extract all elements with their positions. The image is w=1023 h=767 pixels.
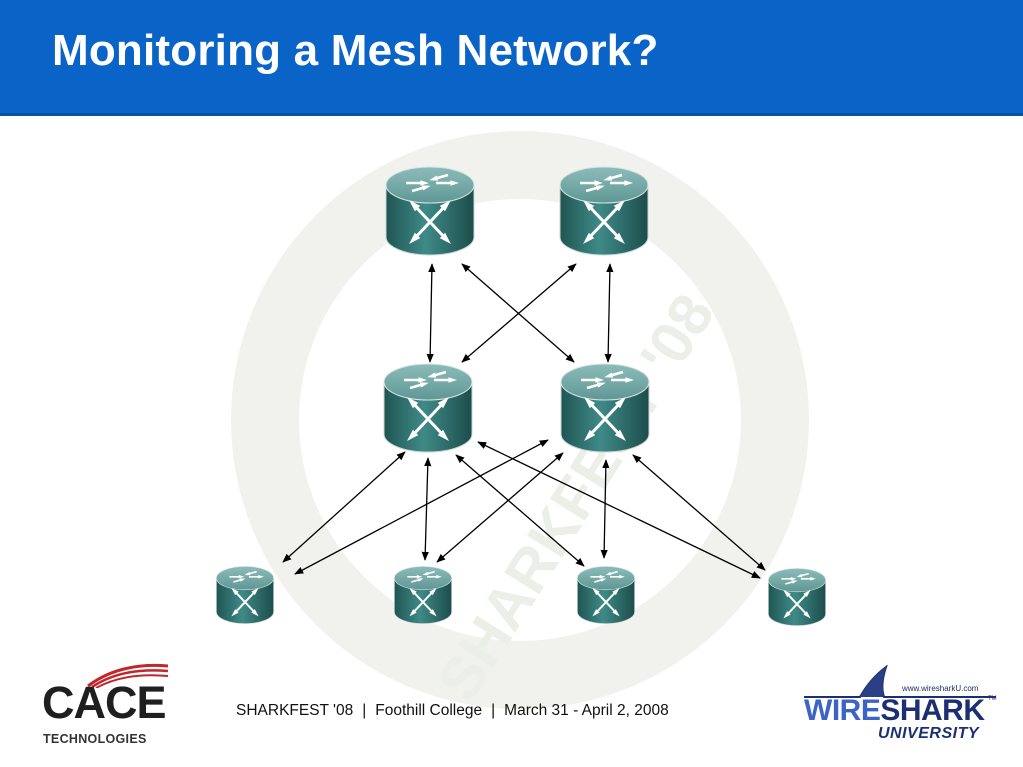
links-layer bbox=[282, 263, 766, 579]
link-distribution-2-access-2 bbox=[436, 452, 564, 563]
footer-venue: Foothill College bbox=[375, 702, 483, 719]
wireshark-wordmark-part1: WIRE bbox=[804, 694, 881, 727]
cace-subtitle: TECHNOLOGIES bbox=[43, 732, 147, 746]
access-2-router-icon bbox=[394, 566, 452, 624]
shark-fin-icon bbox=[804, 665, 996, 698]
cace-wordmark: CACE bbox=[42, 677, 167, 728]
link-core-1-distribution-1 bbox=[426, 263, 436, 363]
access-3-router-icon bbox=[577, 566, 635, 624]
link-distribution-1-access-3 bbox=[455, 454, 585, 567]
distribution-1-router-icon bbox=[383, 363, 473, 453]
link-core-2-distribution-1 bbox=[461, 263, 577, 363]
wireshark-university-subtitle: UNIVERSITY bbox=[878, 725, 980, 742]
link-distribution-2-access-3 bbox=[600, 459, 610, 559]
wireshark-university-logo: www.wiresharkU.com WIRESHARK TM UNIVERSI… bbox=[800, 665, 1000, 745]
cace-swoosh-icon bbox=[87, 663, 169, 688]
access-4-router-icon bbox=[768, 568, 826, 626]
link-distribution-2-access-1 bbox=[294, 439, 549, 575]
footer-event: SHARKFEST '08 bbox=[236, 702, 354, 719]
footer-separator: | bbox=[491, 702, 496, 719]
core-2-router-icon bbox=[559, 166, 649, 256]
access-1-router-icon bbox=[216, 566, 274, 624]
routers-layer bbox=[216, 166, 826, 626]
trademark-symbol: TM bbox=[988, 696, 997, 702]
distribution-2-router-icon bbox=[560, 363, 650, 453]
footer-dates: March 31 - April 2, 2008 bbox=[504, 702, 669, 719]
slide-footer: SHARKFEST '08 | Foothill College | March 31 … bbox=[236, 702, 669, 720]
cace-technologies-logo: CACE TECHNOLOGIES bbox=[40, 658, 175, 753]
link-distribution-1-access-2 bbox=[421, 457, 432, 561]
slide-title: Monitoring a Mesh Network? bbox=[52, 26, 659, 75]
footer-separator: | bbox=[362, 702, 367, 719]
link-distribution-1-access-1 bbox=[282, 451, 406, 563]
title-bar: Monitoring a Mesh Network? bbox=[0, 0, 1023, 116]
wireshark-wordmark-part2: SHARK bbox=[880, 694, 985, 727]
wireshark-url: www.wiresharkU.com bbox=[902, 684, 979, 693]
wireshark-wordmark: WIRESHARK bbox=[804, 696, 985, 726]
link-distribution-2-access-4 bbox=[632, 454, 766, 571]
core-1-router-icon bbox=[385, 166, 475, 256]
link-core-2-distribution-2 bbox=[604, 263, 614, 363]
